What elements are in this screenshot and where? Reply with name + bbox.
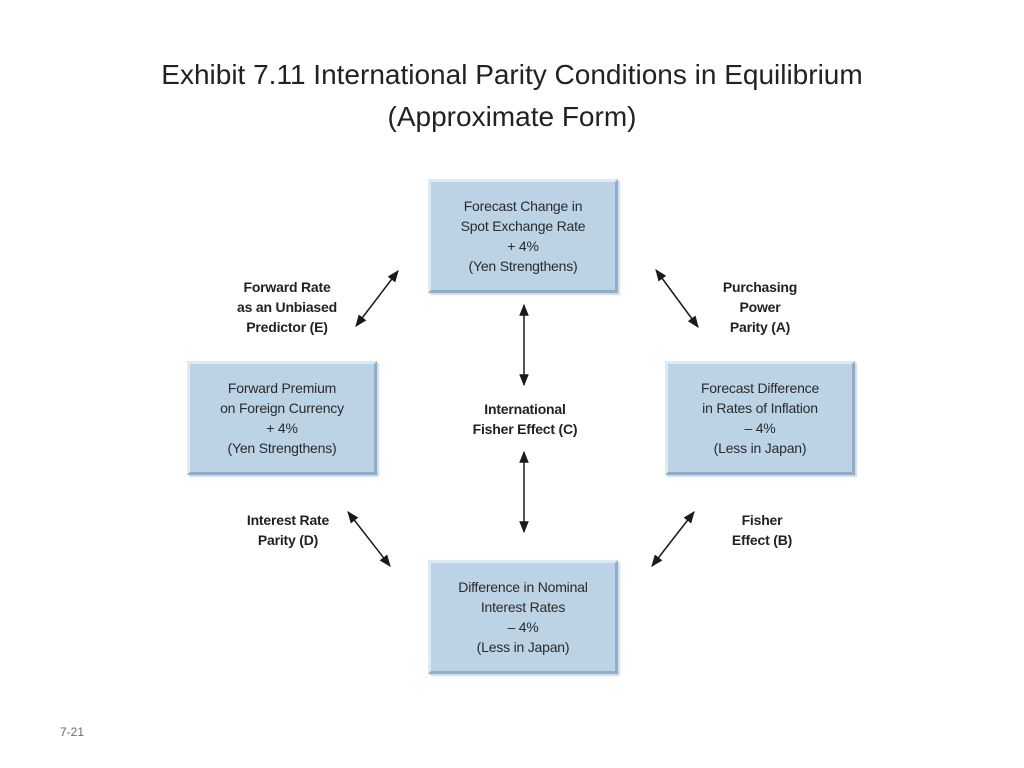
box-note: (Less in Japan) — [476, 639, 570, 655]
box-value: – 4% — [744, 420, 776, 436]
box-note: (Yen Strengthens) — [227, 440, 337, 456]
arrow-forward-rate-e — [355, 270, 399, 327]
box-text-line: Spot Exchange Rate — [460, 218, 586, 234]
slide-number: 7-21 — [60, 725, 85, 739]
label-line: as an Unbiased — [237, 299, 337, 315]
label-line: Predictor (E) — [246, 319, 328, 335]
label-line: Fisher Effect (C) — [472, 421, 578, 437]
box-text-line: on Foreign Currency — [220, 400, 344, 416]
label-line: Purchasing — [722, 279, 798, 295]
box-inflation-difference: Forecast Difference in Rates of Inflatio… — [665, 361, 855, 475]
label-line: Fisher — [741, 512, 783, 528]
box-nominal-interest-difference: Difference in Nominal Interest Rates – 4… — [428, 560, 618, 674]
box-text-line: Forward Premium — [227, 380, 337, 396]
label-line: Power — [739, 299, 781, 315]
box-spot-exchange-rate: Forecast Change in Spot Exchange Rate + … — [428, 179, 618, 293]
box-text-line: in Rates of Inflation — [702, 400, 818, 416]
box-text-line: Interest Rates — [480, 599, 566, 615]
arrow-fisher-effect-b — [651, 511, 695, 567]
box-value: + 4% — [507, 238, 539, 254]
arrow-purchasing-power-a — [655, 269, 699, 328]
title-line-1: Exhibit 7.11 International Parity Condit… — [161, 59, 863, 90]
label-forward-rate-unbiased-predictor: Forward Rate as an Unbiased Predictor (E… — [222, 277, 352, 337]
label-line: International — [484, 401, 566, 417]
box-value: + 4% — [266, 420, 298, 436]
label-purchasing-power-parity: Purchasing Power Parity (A) — [700, 277, 820, 337]
label-fisher-effect: Fisher Effect (B) — [712, 510, 812, 550]
box-text-line: Difference in Nominal — [458, 579, 588, 595]
arrow-interest-rate-d — [347, 511, 391, 567]
box-value: – 4% — [507, 619, 539, 635]
label-line: Forward Rate — [243, 279, 331, 295]
label-interest-rate-parity: Interest Rate Parity (D) — [228, 510, 348, 550]
box-note: (Yen Strengthens) — [468, 258, 578, 274]
box-forward-premium: Forward Premium on Foreign Currency + 4%… — [187, 361, 377, 475]
exhibit-title: Exhibit 7.11 International Parity Condit… — [0, 54, 1024, 138]
label-line: Parity (A) — [729, 319, 791, 335]
box-text-line: Forecast Change in — [463, 198, 583, 214]
title-line-2: (Approximate Form) — [387, 101, 637, 132]
label-line: Parity (D) — [257, 532, 319, 548]
box-text-line: Forecast Difference — [700, 380, 820, 396]
box-note: (Less in Japan) — [713, 440, 807, 456]
label-international-fisher-effect: International Fisher Effect (C) — [460, 399, 590, 439]
label-line: Effect (B) — [731, 532, 793, 548]
label-line: Interest Rate — [246, 512, 330, 528]
